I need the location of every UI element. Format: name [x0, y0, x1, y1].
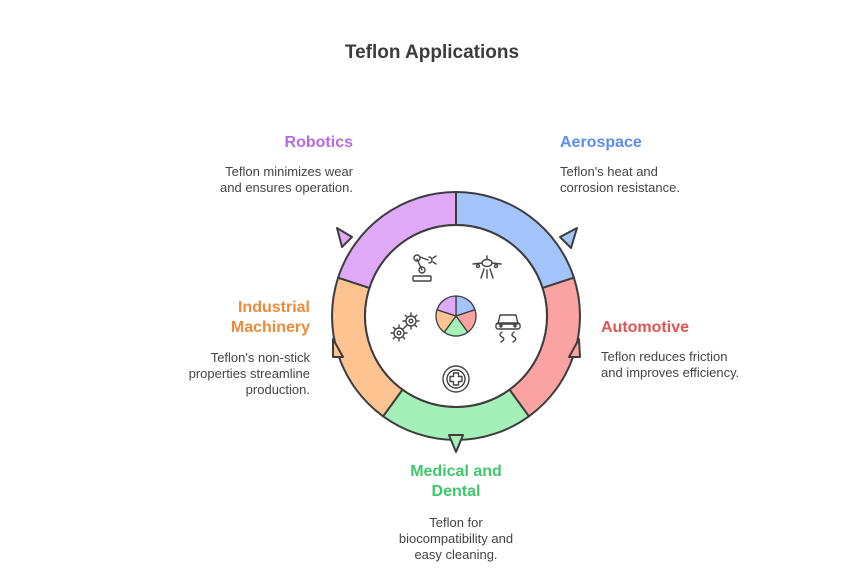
arrow-notch-medical	[448, 434, 464, 453]
airplane-icon	[472, 255, 502, 279]
center-pie-icon	[435, 295, 477, 337]
gears-icon	[390, 312, 420, 342]
heading-medical-and-dental: Medical and Dental	[410, 463, 502, 500]
car-skid-icon	[495, 314, 521, 343]
robot-arm-icon	[412, 254, 437, 282]
page-title: Teflon Applications	[344, 42, 520, 63]
heading-automotive: Automotive	[601, 319, 689, 336]
description-robotics: Teflon minimizes wear and ensures operat…	[220, 164, 353, 195]
medical-cross-icon	[442, 365, 470, 393]
description-automotive: Teflon reduces friction and improves eff…	[601, 349, 740, 380]
arrow-notch-robotics	[336, 227, 353, 248]
heading-aerospace: Aerospace	[560, 134, 642, 151]
arrow-notch-automotive	[568, 338, 581, 358]
arrow-notch-industrial	[332, 338, 344, 358]
arrow-notches	[332, 227, 581, 453]
ring-segments	[331, 191, 581, 441]
description-aerospace: Teflon's heat and corrosion resistance.	[560, 164, 680, 195]
heading-industrial-machinery: Industrial Machinery	[230, 299, 310, 336]
arrow-notch-aerospace	[559, 227, 578, 249]
heading-robotics: Robotics	[284, 134, 353, 151]
description-medical-and-dental: Teflon for biocompatibility and easy cle…	[398, 515, 514, 562]
description-industrial-machinery: Teflon's non-stick properties streamline…	[188, 350, 310, 397]
